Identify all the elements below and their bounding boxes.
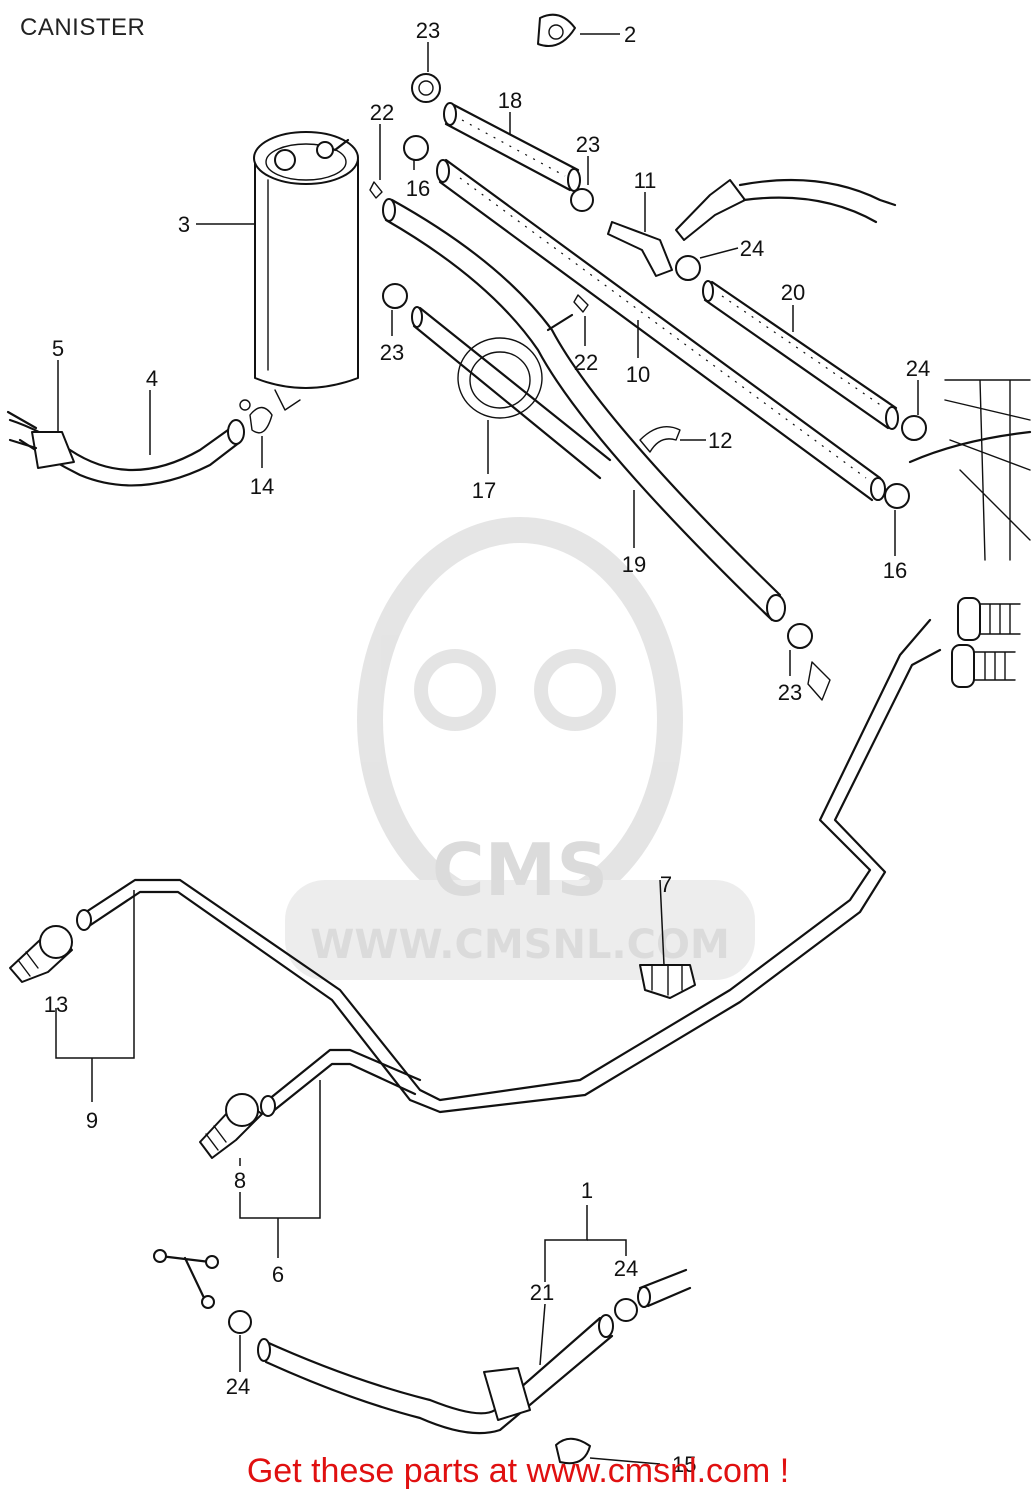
callout-23-c: 23 <box>380 340 404 365</box>
hose-part-21 <box>257 1314 614 1435</box>
callout-18: 18 <box>498 88 522 113</box>
callout-20: 20 <box>781 280 805 305</box>
callout-1: 1 <box>581 1178 593 1203</box>
clip-part-23-left <box>382 283 408 309</box>
callout-24-b: 24 <box>906 356 930 381</box>
callout-15: 15 <box>672 1452 696 1477</box>
grommet-part-5 <box>6 410 75 469</box>
frame-top-right <box>908 379 1032 561</box>
callout-16: 16 <box>406 176 430 201</box>
callout-8: 8 <box>234 1168 246 1193</box>
callout-21: 21 <box>530 1280 554 1305</box>
callout-23-d: 23 <box>778 680 802 705</box>
clip-part-24-bottom-right <box>614 1298 638 1322</box>
callout-13: 13 <box>44 992 68 1017</box>
watermark-url: WWW.CMSNL.COM <box>310 922 730 968</box>
fitting-bottom-right <box>637 1268 692 1308</box>
callout-22: 22 <box>370 100 394 125</box>
callout-3: 3 <box>178 212 190 237</box>
callout-16-b: 16 <box>883 558 907 583</box>
callout-22-b: 22 <box>574 350 598 375</box>
hose-part-10 <box>436 158 886 502</box>
fitting-part-8 <box>199 1093 263 1159</box>
pipe-assembly-part-6 <box>260 1048 422 1117</box>
fitting-bottom-left <box>153 1249 219 1309</box>
leader-lines <box>55 33 919 1465</box>
clip-part-23-mid <box>570 188 594 212</box>
connector-top-right <box>951 597 1021 688</box>
diagram-title: CANISTER <box>20 14 146 41</box>
callout-7: 7 <box>660 872 672 897</box>
hose-part-20 <box>702 280 899 430</box>
footer-link-text[interactable]: Get these parts at www.cmsnl.com ! <box>246 1452 790 1490</box>
callout-4: 4 <box>146 366 158 391</box>
clip-part-22-top <box>369 181 383 199</box>
clip-part-14 <box>239 399 273 434</box>
callout-10: 10 <box>626 362 650 387</box>
callout-17: 17 <box>472 478 496 503</box>
callout-24-c: 24 <box>614 1256 638 1281</box>
pipe-assembly-part-9 <box>76 618 942 1114</box>
clip-part-12 <box>639 426 681 453</box>
callout-5: 5 <box>52 336 64 361</box>
callout-2: 2 <box>624 22 636 47</box>
clip-part-23-top <box>411 73 441 103</box>
clip-part-24-right <box>901 415 927 441</box>
clip-part-23-lower <box>787 623 831 701</box>
callout-14: 14 <box>250 474 274 499</box>
callout-24: 24 <box>740 236 764 261</box>
cms-watermark: CMS WWW.CMSNL.COM <box>285 517 755 980</box>
hose-part-17 <box>411 306 612 480</box>
clip-part-24-top <box>675 255 701 281</box>
hose-part-18 <box>443 102 581 192</box>
callout-24-d: 24 <box>226 1374 250 1399</box>
hose-part-19 <box>382 198 786 622</box>
callout-12: 12 <box>708 428 732 453</box>
callout-numbers: 23 2 22 18 16 3 23 11 24 20 5 4 23 22 10… <box>44 18 930 1477</box>
callout-23-b: 23 <box>576 132 600 157</box>
clip-part-16-top <box>403 135 429 161</box>
clip-part-2 <box>537 13 576 47</box>
clamp-part-7 <box>639 964 696 999</box>
fitting-part-11 <box>607 221 673 277</box>
clip-part-16-right <box>884 483 910 509</box>
watermark-brand: CMS <box>432 828 608 912</box>
clip-part-22-mid <box>573 294 589 313</box>
canister-part-3 <box>253 131 359 411</box>
callout-23: 23 <box>416 18 440 43</box>
callout-6: 6 <box>272 1262 284 1287</box>
fitting-part-13 <box>9 925 73 983</box>
callout-19: 19 <box>622 552 646 577</box>
clip-part-15 <box>555 1437 591 1465</box>
callout-11: 11 <box>634 168 657 193</box>
valve-top-right <box>675 178 897 241</box>
callout-9: 9 <box>86 1108 98 1133</box>
clip-part-24-bottom-left <box>228 1310 252 1334</box>
